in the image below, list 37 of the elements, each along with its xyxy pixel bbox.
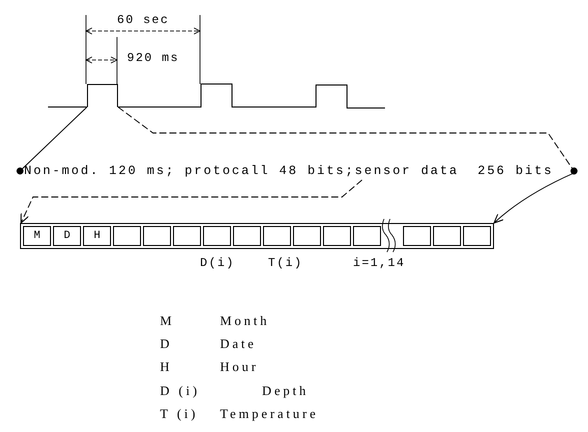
key-text: D (160, 337, 172, 350)
field-cell: H (83, 226, 111, 246)
empty-cell (463, 226, 491, 246)
empty-cell (433, 226, 461, 246)
field-cell: D (53, 226, 81, 246)
data-frame (20, 223, 494, 249)
key-text: Depth (262, 384, 309, 397)
key-text: M (160, 314, 175, 327)
key-text: Date (220, 337, 257, 350)
empty-cell (293, 226, 321, 246)
frame-description: Non-mod. 120 ms; protocall 48 bits;sensor data 256 bits (20, 162, 574, 180)
empty-cell (203, 226, 231, 246)
empty-cell (143, 226, 171, 246)
key-text: Month (220, 314, 270, 327)
empty-cell (173, 226, 201, 246)
empty-cell (403, 226, 431, 246)
dimension-label: 920 ms (127, 52, 180, 64)
key-text: Hour (220, 360, 259, 373)
key-text: T (i) (160, 407, 198, 420)
empty-cell (323, 226, 351, 246)
field-label: D(i) (200, 257, 235, 269)
key-text: H (160, 360, 172, 373)
leader-line (16, 106, 88, 174)
empty-cell (233, 226, 261, 246)
field-label: T(i) (268, 257, 303, 269)
key-text: D (i) (160, 384, 200, 397)
key-text: Temperature (220, 407, 318, 420)
empty-cell (263, 226, 291, 246)
empty-cell (353, 226, 381, 246)
arrow (20, 180, 362, 224)
dimension-label: 60 sec (117, 14, 170, 26)
field-label: i=1,14 (353, 257, 406, 269)
arrow (494, 172, 574, 224)
field-cell: M (23, 226, 51, 246)
pulse (87, 84, 118, 107)
leader-line (118, 106, 578, 174)
empty-cell (113, 226, 141, 246)
